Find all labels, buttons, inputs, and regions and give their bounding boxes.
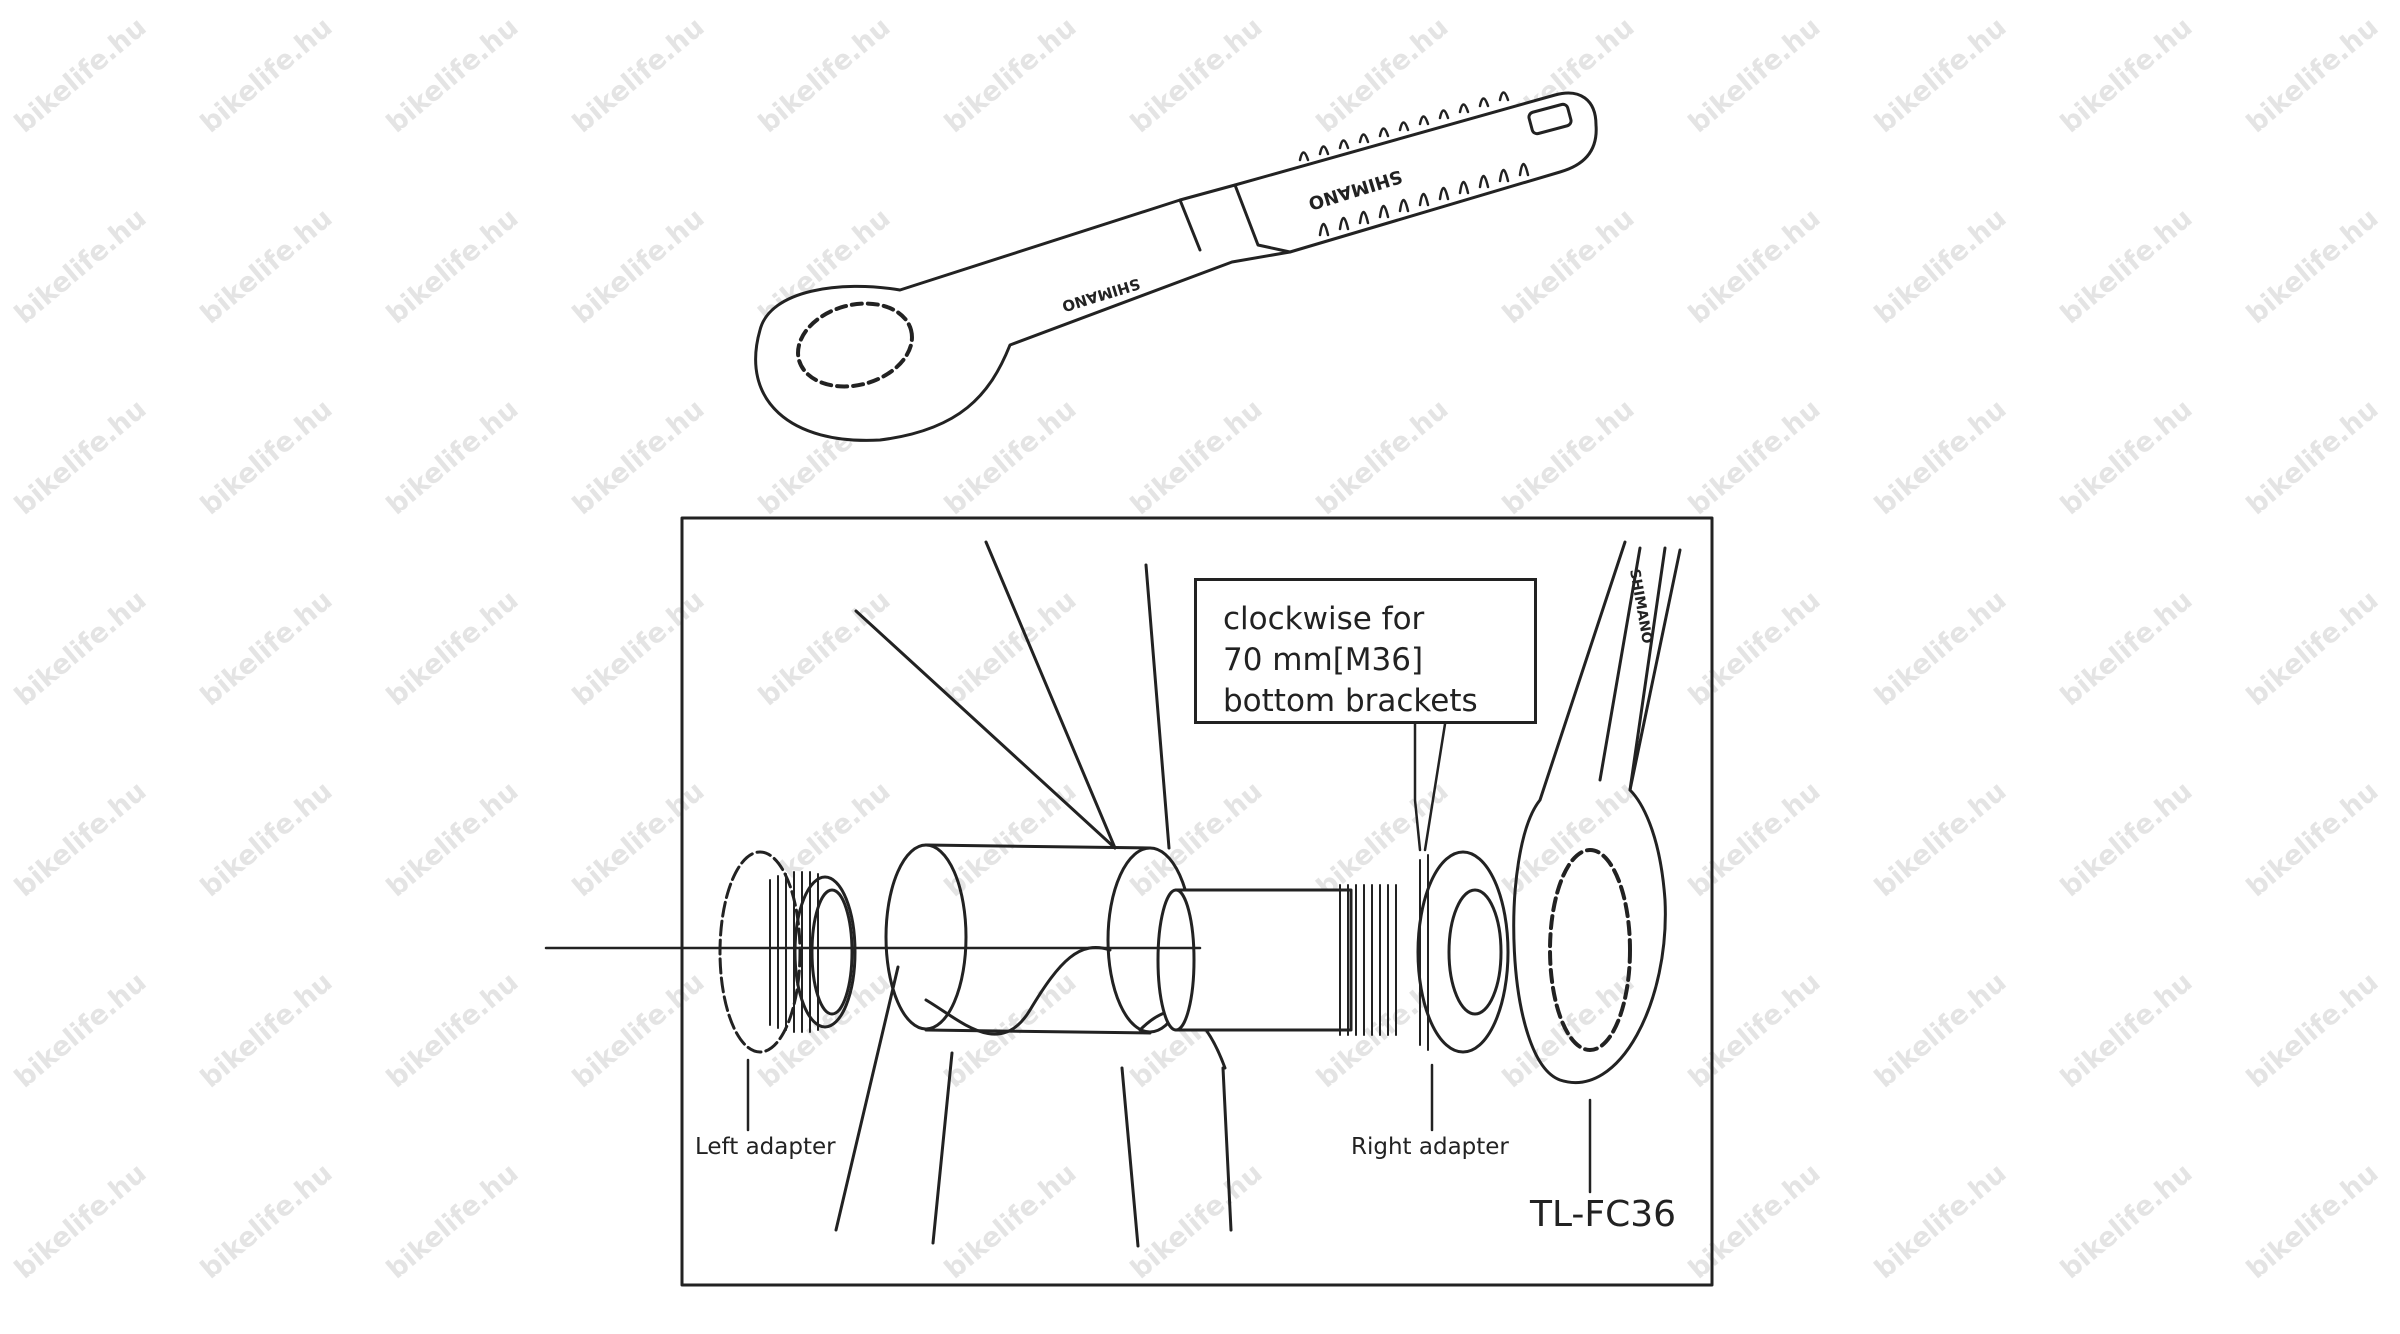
- right-adapter-label: Right adapter: [1351, 1134, 1509, 1160]
- tool-model-label: TL-FC36: [1530, 1194, 1677, 1235]
- callout-line-1: clockwise for: [1223, 601, 1425, 637]
- bottom-bracket-cups: [1156, 850, 1510, 1054]
- left-adapter-drawing: [718, 850, 857, 1054]
- wrench-tool-image: SHIMANO SHIMANO: [754, 91, 1598, 442]
- diagram-frame: [680, 516, 1714, 1287]
- clockwise-callout-box: clockwise for 70 mm[M36] bottom brackets: [1194, 578, 1537, 724]
- tl-fc36-wrench-drawing: SHIMANO: [1512, 540, 1682, 1084]
- callout-line-3: bottom brackets: [1223, 683, 1478, 719]
- callout-line-2: 70 mm[M36]: [1223, 642, 1424, 678]
- bike-frame-drawing: [834, 540, 1233, 1248]
- left-adapter-label: Left adapter: [695, 1134, 836, 1160]
- leader-lines: [544, 722, 1592, 1194]
